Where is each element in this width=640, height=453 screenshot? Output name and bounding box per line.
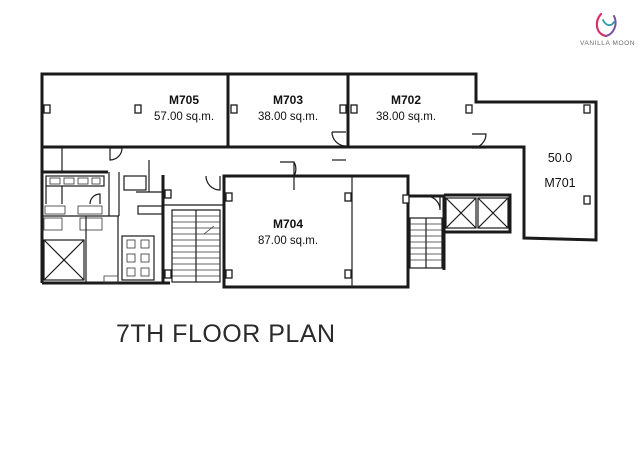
unit-m702[interactable]: M702 38.00 sq.m. [376, 93, 436, 123]
unit-id: M705 [169, 93, 199, 107]
unit-area: 87.00 sq.m. [258, 235, 318, 247]
unit-id: M703 [273, 93, 303, 107]
main-stairwell [171, 209, 221, 283]
vanilla-moon-swirl-icon [595, 12, 617, 38]
unit-m705[interactable]: M705 57.00 sq.m. [154, 93, 214, 123]
unit-id: M704 [273, 217, 303, 231]
exterior-walls [40, 72, 598, 289]
unit-area: 38.00 sq.m. [376, 111, 436, 123]
elevator-shafts [43, 197, 509, 281]
plan-title: 7TH FLOOR PLAN [116, 320, 336, 348]
unit-area: 50.0 [548, 151, 572, 165]
unit-id: M702 [391, 93, 421, 107]
restroom-fixtures [43, 175, 163, 284]
interior-partitions [42, 74, 353, 287]
unit-m704[interactable]: M704 87.00 sq.m. [258, 217, 318, 247]
unit-m701[interactable]: 50.0 M701 [544, 151, 575, 190]
unit-m703[interactable]: M703 38.00 sq.m. [258, 93, 318, 123]
unit-area: 57.00 sq.m. [154, 111, 214, 123]
brand-name: VANILLA MOON [580, 40, 636, 47]
unit-area: 38.00 sq.m. [258, 111, 318, 123]
secondary-stairwell [409, 217, 443, 269]
door-swings [89, 131, 487, 211]
structural-columns [43, 104, 591, 279]
unit-id: M701 [544, 176, 575, 190]
